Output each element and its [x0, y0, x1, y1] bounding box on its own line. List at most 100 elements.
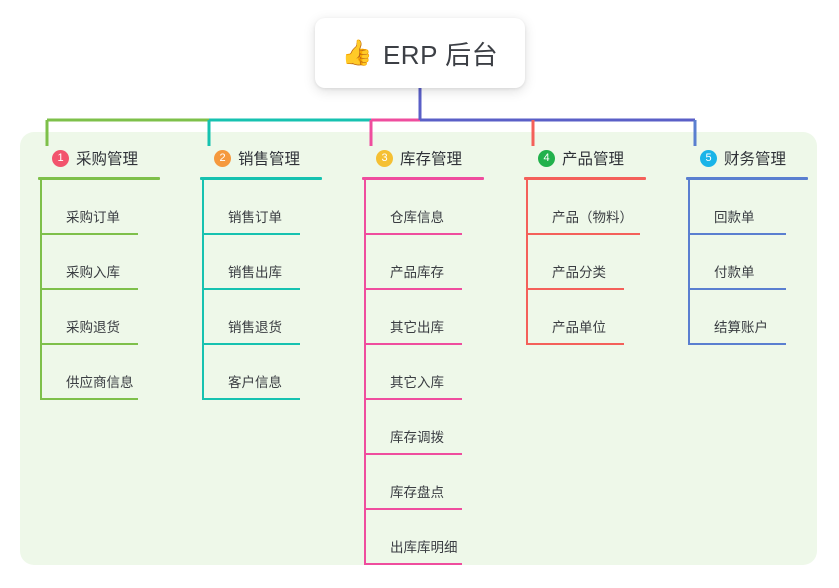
branch-header-5[interactable]: 5 财务管理: [686, 146, 839, 170]
branch-column-1: 1 采购管理采购订单采购入库采购退货供应商信息: [38, 146, 198, 400]
branch-spine: [526, 180, 528, 345]
branch-item-rule: [690, 343, 786, 345]
branch-item-rule: [366, 233, 462, 235]
branch-header-4[interactable]: 4 产品管理: [524, 146, 684, 170]
branch-item-label: 其它入库: [390, 375, 444, 390]
branch-item[interactable]: 采购退货: [40, 290, 198, 345]
branch-item[interactable]: 产品库存: [364, 235, 522, 290]
branch-item[interactable]: 客户信息: [202, 345, 360, 400]
branch-item-rule: [366, 398, 462, 400]
branch-item-label: 产品（物料）: [552, 210, 633, 225]
branch-item-label: 供应商信息: [66, 375, 134, 390]
branch-number-badge: 4: [538, 149, 555, 167]
branch-item-label: 销售订单: [228, 210, 282, 225]
branch-header-2[interactable]: 2 销售管理: [200, 146, 360, 170]
branch-spine: [688, 180, 690, 345]
branch-item-rule: [366, 288, 462, 290]
branch-title: 产品管理: [562, 151, 625, 168]
branch-column-2: 2 销售管理销售订单销售出库销售退货客户信息: [200, 146, 360, 400]
branch-item[interactable]: 其它出库: [364, 290, 522, 345]
branch-header-rule: [38, 177, 160, 180]
branch-header-rule: [686, 177, 808, 180]
branch-item[interactable]: 产品单位: [526, 290, 684, 345]
branch-item-label: 采购退货: [66, 320, 120, 335]
branch-number-badge: 5: [700, 149, 717, 167]
branch-item-list: 回款单付款单结算账户: [686, 180, 839, 345]
branch-item-list: 采购订单采购入库采购退货供应商信息: [38, 180, 198, 400]
branch-title: 采购管理: [76, 151, 139, 168]
branch-item[interactable]: 供应商信息: [40, 345, 198, 400]
branch-item-label: 采购订单: [66, 210, 120, 225]
branch-header-rule: [200, 177, 322, 180]
branch-item-label: 回款单: [714, 210, 755, 225]
branch-item[interactable]: 库存盘点: [364, 455, 522, 510]
branch-item-label: 其它出库: [390, 320, 444, 335]
branch-item-label: 产品单位: [552, 320, 606, 335]
branch-number-badge: 2: [214, 149, 231, 167]
branch-item-rule: [690, 233, 786, 235]
branch-spine: [364, 180, 366, 565]
branch-column-4: 4 产品管理产品（物料） 产品分类产品单位: [524, 146, 684, 345]
branch-column-3: 3 库存管理仓库信息产品库存其它出库其它入库库存调拨库存盘点出库库明细: [362, 146, 522, 565]
branch-item-label: 库存调拨: [390, 430, 444, 445]
branch-item-rule: [366, 343, 462, 345]
branch-item-list: 销售订单销售出库销售退货客户信息: [200, 180, 360, 400]
branch-item-rule: [366, 563, 462, 565]
branch-item-list: 仓库信息产品库存其它出库其它入库库存调拨库存盘点出库库明细: [362, 180, 522, 565]
branch-item-rule: [42, 288, 138, 290]
branch-header-1[interactable]: 1 采购管理: [38, 146, 198, 170]
branch-item-label: 销售退货: [228, 320, 282, 335]
branch-item[interactable]: 其它入库: [364, 345, 522, 400]
branch-item-rule: [528, 288, 624, 290]
branch-item-label: 库存盘点: [390, 485, 444, 500]
branch-number-badge: 1: [52, 149, 69, 167]
branch-item-rule: [42, 233, 138, 235]
branch-item[interactable]: 销售退货: [202, 290, 360, 345]
branch-item[interactable]: 销售出库: [202, 235, 360, 290]
branch-spine: [202, 180, 204, 400]
branch-item-rule: [204, 233, 300, 235]
branch-item[interactable]: 采购订单: [40, 180, 198, 235]
branch-item-label: 客户信息: [228, 375, 282, 390]
branches-panel: [20, 132, 817, 565]
branch-item-label: 付款单: [714, 265, 755, 280]
branch-header-rule: [524, 177, 646, 180]
branch-item[interactable]: 产品（物料）: [526, 180, 684, 235]
branch-item-label: 结算账户: [714, 320, 768, 335]
branch-item-label: 产品分类: [552, 265, 606, 280]
branch-item[interactable]: 仓库信息: [364, 180, 522, 235]
branch-item[interactable]: 出库库明细: [364, 510, 522, 565]
branch-header-3[interactable]: 3 库存管理: [362, 146, 522, 170]
root-title: ERP 后台: [382, 39, 499, 70]
branch-item-rule: [366, 453, 462, 455]
branch-item-label: 出库库明细: [390, 540, 458, 555]
branch-item-rule: [204, 398, 300, 400]
branch-item[interactable]: 产品分类: [526, 235, 684, 290]
branch-item-rule: [204, 288, 300, 290]
branch-item-list: 产品（物料） 产品分类产品单位: [524, 180, 684, 345]
branch-item[interactable]: 销售订单: [202, 180, 360, 235]
branch-item[interactable]: 回款单: [688, 180, 839, 235]
branch-item-rule: [366, 508, 462, 510]
branch-title: 财务管理: [724, 151, 787, 168]
branch-item-rule: [690, 288, 786, 290]
branch-item-label: 销售出库: [228, 265, 282, 280]
branch-title: 库存管理: [400, 151, 463, 168]
branch-item[interactable]: 付款单: [688, 235, 839, 290]
branch-item[interactable]: 采购入库: [40, 235, 198, 290]
root-node[interactable]: 👍 ERP 后台: [315, 18, 525, 88]
branch-item-rule: [42, 398, 138, 400]
branch-item[interactable]: 库存调拨: [364, 400, 522, 455]
branch-title: 销售管理: [238, 151, 301, 168]
branch-item-rule: [42, 343, 138, 345]
branch-item-rule: [528, 233, 640, 235]
branch-item[interactable]: 结算账户: [688, 290, 839, 345]
branch-spine: [40, 180, 42, 400]
thumbs-up-icon: 👍: [341, 38, 373, 67]
branch-item-label: 采购入库: [66, 265, 120, 280]
branch-item-rule: [528, 343, 624, 345]
branch-header-rule: [362, 177, 484, 180]
branch-number-badge: 3: [376, 149, 393, 167]
